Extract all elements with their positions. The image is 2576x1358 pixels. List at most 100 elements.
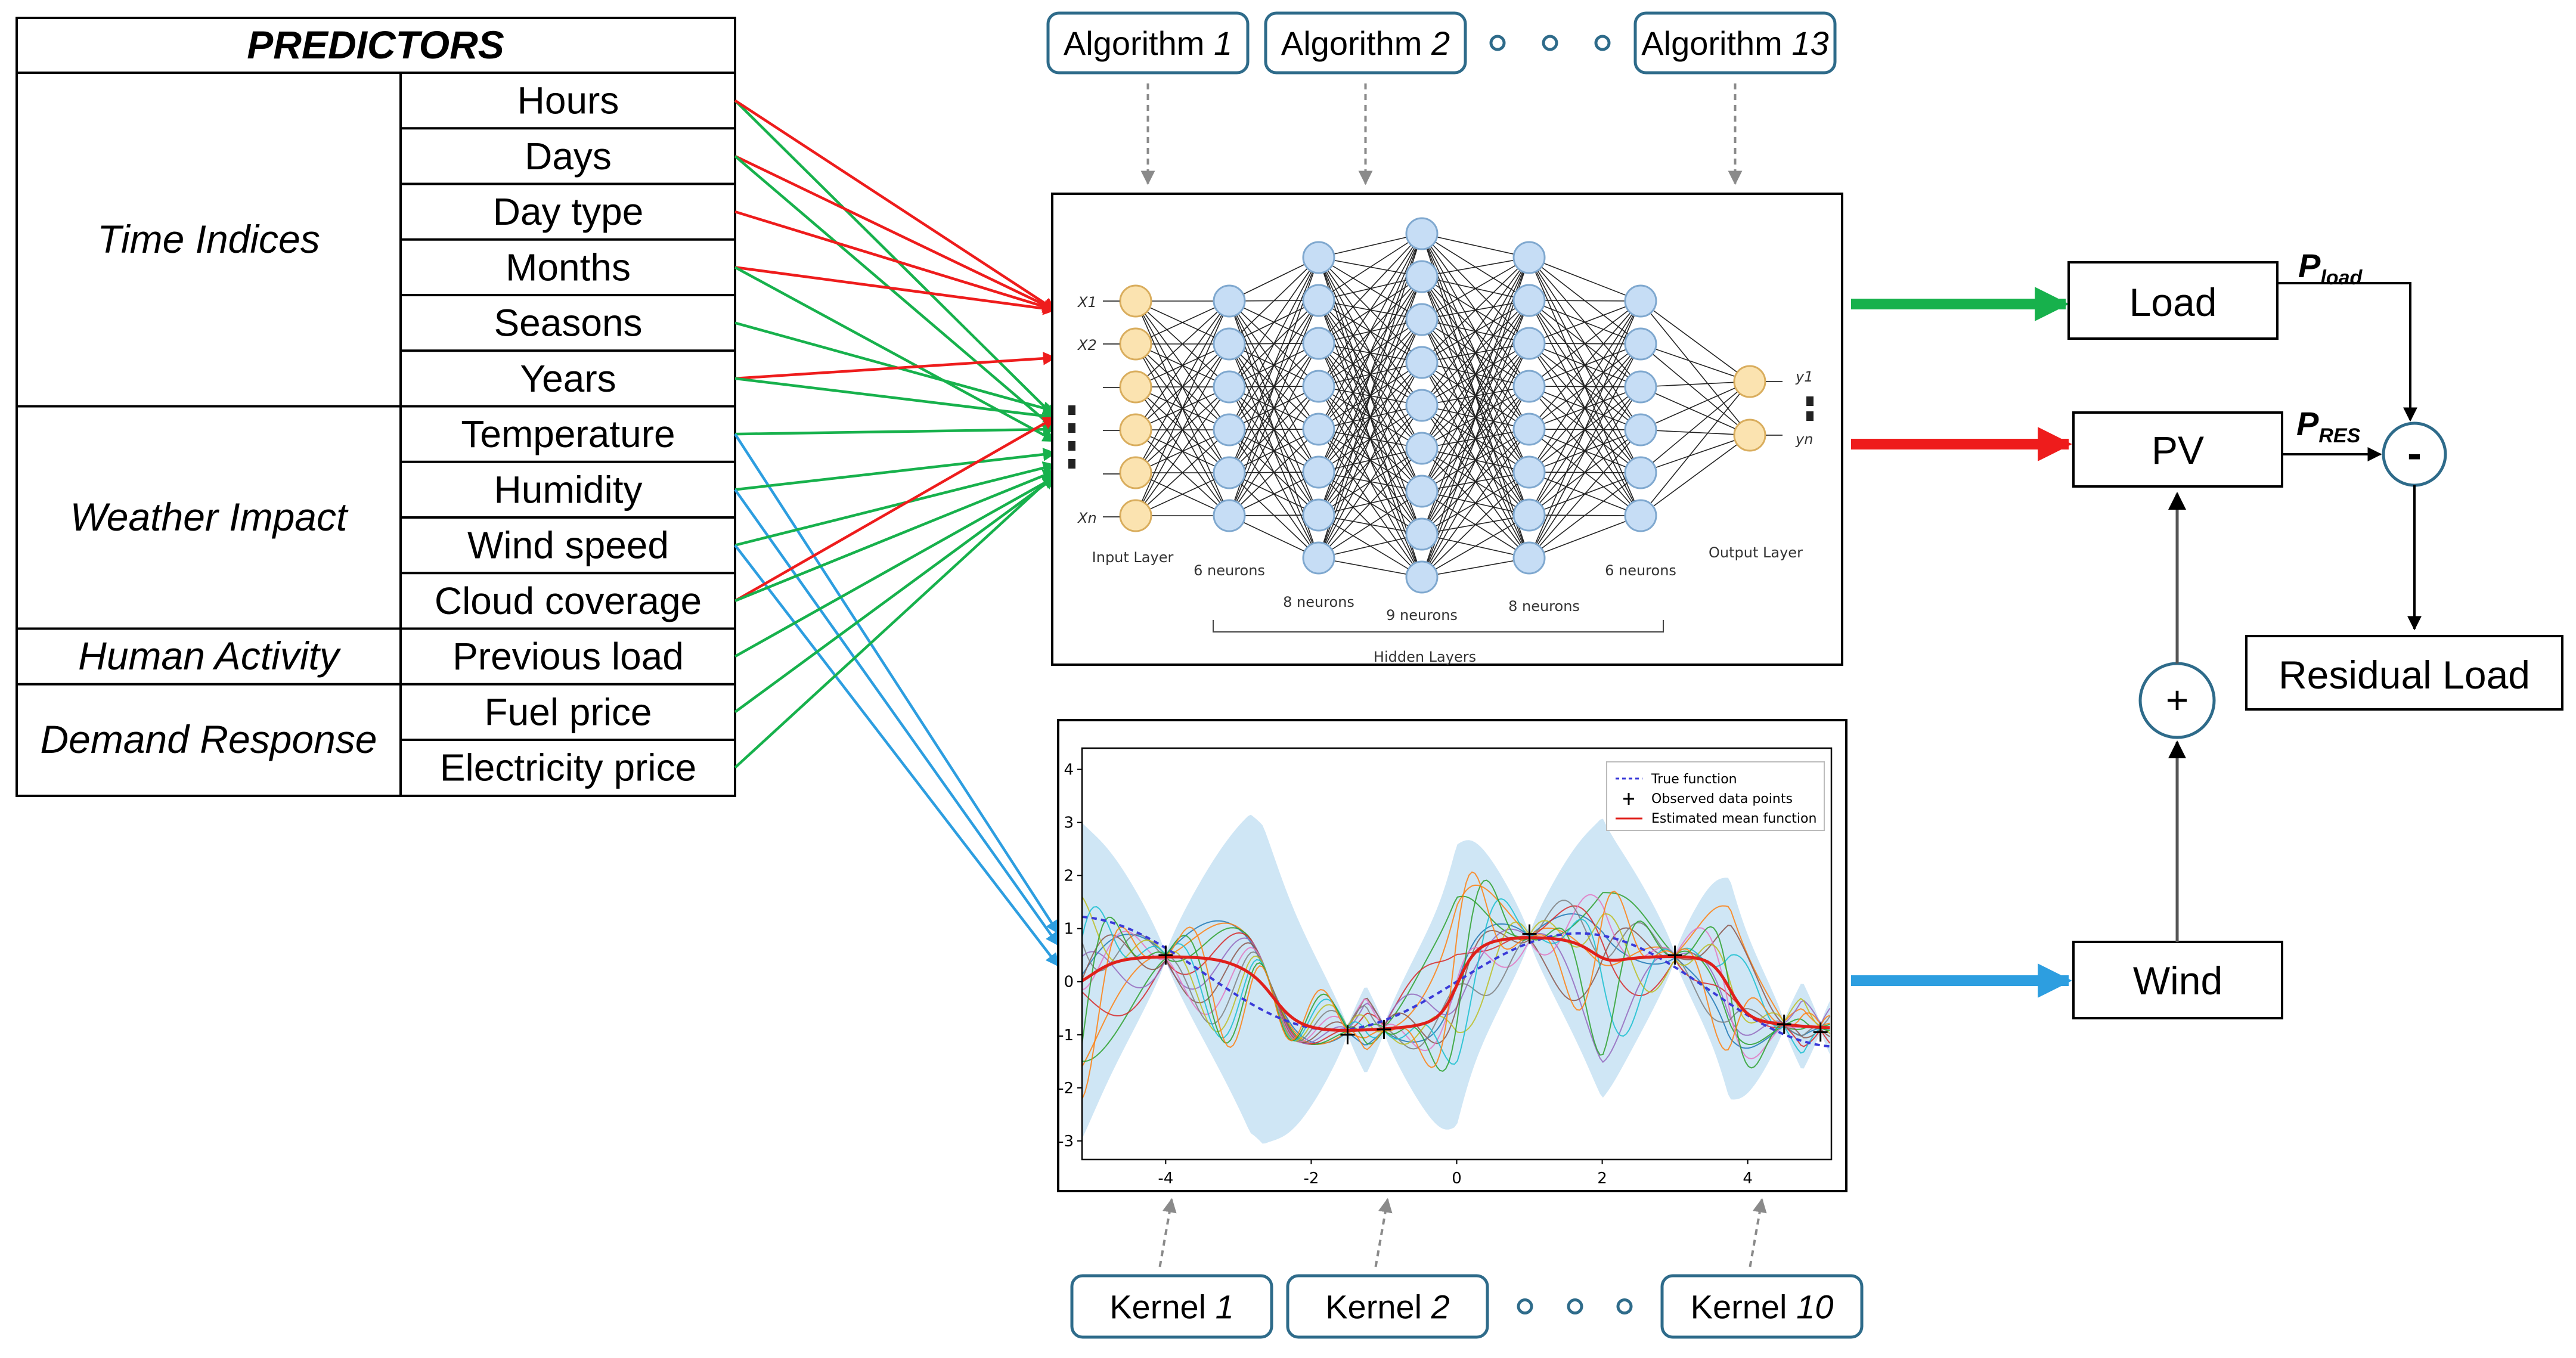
input-arrows [734,99,1059,967]
p-res-label: PRES [2296,405,2361,447]
nn-edge [1318,276,1422,559]
predictor-item: Temperature [461,413,675,455]
gp-legend-label: Estimated mean function [1651,811,1816,826]
nn-edge [1640,381,1750,430]
predictor-arrow-green [734,155,1056,430]
nn-layer-label: 9 neurons [1386,607,1458,624]
nn-edge [1529,386,1641,559]
nn-neuron [1512,284,1546,317]
predictor-arrow-green [734,469,1057,602]
p-load-main: P [2298,247,2321,284]
nn-edge [1135,300,1230,473]
residual-load-box [2245,635,2563,711]
nn-neuron [1405,517,1439,551]
gp-y-tick-label: -2 [1058,1080,1074,1097]
gp-legend-label: True function [1651,772,1737,787]
nn-edge [1640,435,1750,473]
gp-y-tick-label: -3 [1058,1133,1074,1151]
nn-neuron [1213,327,1246,361]
nn-edge [1229,257,1319,345]
nn-neuron [1213,413,1246,447]
nn-edge [1640,386,1750,436]
nn-edge [1318,319,1422,559]
nn-neuron [1624,413,1657,447]
kernel-arrow [1158,1198,1177,1267]
predictor-arrow-green [734,100,1056,418]
predictor-arrow-red [734,154,1057,312]
nn-ellipsis-mark [1806,411,1814,421]
gp-x-tick-label: 4 [1743,1170,1753,1188]
nn-ellipsis-mark [1068,405,1075,415]
nn-edge [1421,257,1530,492]
nn-edge [1421,257,1530,406]
gp-sample-curve [1081,871,1830,1100]
algorithm-ellipsis-dot [1542,35,1558,51]
nn-neuron [1119,499,1152,532]
nn-edge [1421,257,1530,277]
algorithm-label: Algorithm 2 [1281,24,1450,62]
nn-neuron [1733,418,1766,452]
nn-layer-label: Input Layer [1092,549,1174,566]
gp-sample-curve [1081,905,1831,1047]
nn-neuron [1302,413,1335,446]
predictor-arrow-blue [734,544,1059,967]
nn-edge [1529,300,1641,473]
nn-edge [1529,515,1641,559]
predictor-item: Fuel price [485,690,652,733]
predictor-arrow-red [734,352,1057,380]
nn-edge [1229,257,1319,473]
nn-neuron [1213,499,1246,532]
nn-edge [1229,386,1319,516]
gp-y-tick-label: -1 [1058,1027,1074,1044]
kernel-ellipsis-dot [1517,1298,1533,1314]
nn-layer-label: Hidden Layers [1374,649,1476,665]
nn-neuron [1302,455,1335,489]
nn-io-label: X1 [1077,294,1097,311]
kernel-arrow [1749,1198,1767,1267]
predictor-item: Previous load [452,635,684,678]
nn-edge [1135,300,1230,387]
nn-edge [1640,300,1750,436]
predictor-item: Months [506,246,631,289]
kernel-ellipsis-dot [1567,1298,1583,1314]
nn-edge [1421,257,1530,578]
nn-edge [1529,300,1641,387]
nn-edge [1135,300,1230,345]
nn-edge [1529,257,1641,302]
gp-confidence-band [1082,814,1830,1144]
kernel-label-number: 2 [1431,1288,1450,1326]
kernel-label-number: 10 [1796,1288,1833,1326]
predictor-arrow-green [734,448,1057,491]
gp-legend-label: Observed data points [1651,792,1793,807]
kernel-label: Kernel 10 [1691,1288,1834,1326]
gp-y-tick-label: 1 [1064,920,1074,938]
nn-neuron [1405,303,1439,336]
kernel-label: Kernel 2 [1325,1288,1450,1326]
gp-true-function [1081,915,1830,1048]
nn-ellipsis-mark [1806,396,1814,406]
nn-neuron [1624,327,1657,361]
nn-edge [1529,300,1641,302]
nn-edge [1229,472,1319,516]
nn-edge [1421,514,1530,578]
predictor-arrow-green [734,476,1056,714]
pv-label: PV [2152,428,2204,472]
algorithm-label: Algorithm 1 [1064,24,1232,62]
nn-neuron [1624,370,1657,404]
nn-edge [1318,233,1422,473]
pv-box [2072,411,2283,488]
nn-neuron [1512,327,1546,360]
algorithm-label-prefix: Algorithm [1641,24,1791,62]
output-flow: Load PV Wind Residual Load Pload PRES - … [1851,247,2563,1019]
kernel-label-number: 1 [1216,1288,1234,1326]
load-box [2067,261,2279,340]
algorithm-label-number: 2 [1431,24,1450,62]
nn-neuron [1213,456,1246,489]
kernel-arrow [1374,1198,1393,1267]
nn-edge [1135,429,1230,516]
nn-edge [1529,300,1641,516]
